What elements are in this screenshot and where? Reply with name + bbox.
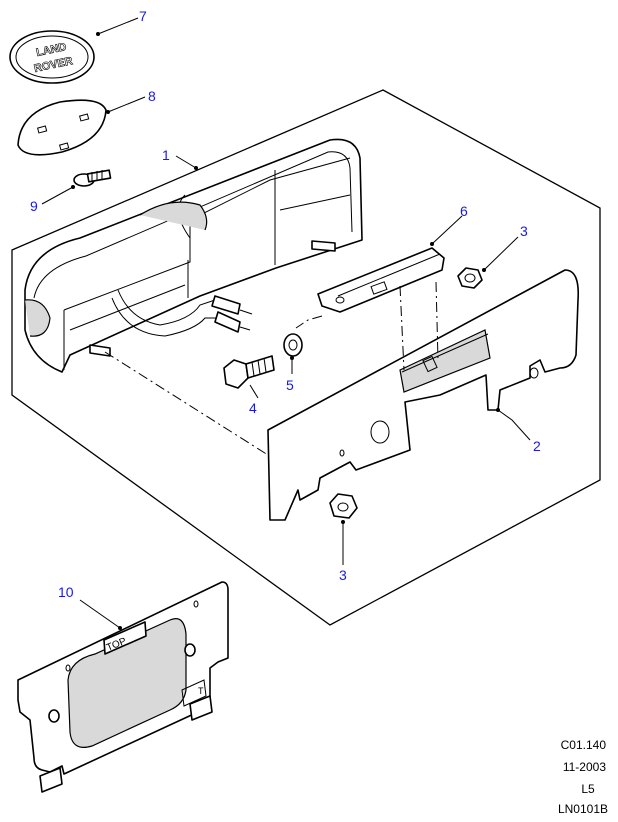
assembly-box-outline [11, 89, 601, 626]
badge-backing-plate [17, 99, 107, 156]
bolt-part-4 [223, 355, 275, 389]
nut-part-3-bottom [329, 493, 358, 519]
nut-part-3-top [457, 267, 483, 289]
callout-1: 1 [162, 147, 170, 163]
callout-3-top: 3 [520, 223, 528, 239]
callout-7: 7 [139, 8, 147, 24]
lamp-housing-part-1 [24, 138, 363, 373]
plate-backing-part-10: TOP T [17, 581, 229, 793]
callout-4: 4 [249, 400, 257, 416]
callout-8: 8 [148, 88, 156, 104]
leader-lines [41, 17, 531, 630]
callout-5: 5 [286, 377, 294, 393]
screw-part-9 [73, 169, 112, 187]
washer-part-5 [283, 333, 303, 357]
reference-code: C01.140 [561, 738, 607, 752]
badge-land-rover: LAND ROVER [9, 30, 95, 84]
reference-level: L5 [581, 782, 595, 796]
reference-date: 11-2003 [563, 760, 606, 774]
callout-2: 2 [533, 438, 541, 454]
reference-drawing: LN0101B [558, 802, 608, 816]
callout-3-bottom: 3 [339, 567, 347, 583]
plate-mark: T [198, 686, 204, 696]
mounting-plate-part-2 [267, 269, 580, 521]
bracket-part-6 [317, 247, 445, 313]
callout-6: 6 [460, 203, 468, 219]
callout-9: 9 [30, 198, 38, 214]
alignment-lines [104, 281, 439, 456]
lamp-wiring [111, 289, 253, 337]
callout-10: 10 [58, 584, 74, 600]
